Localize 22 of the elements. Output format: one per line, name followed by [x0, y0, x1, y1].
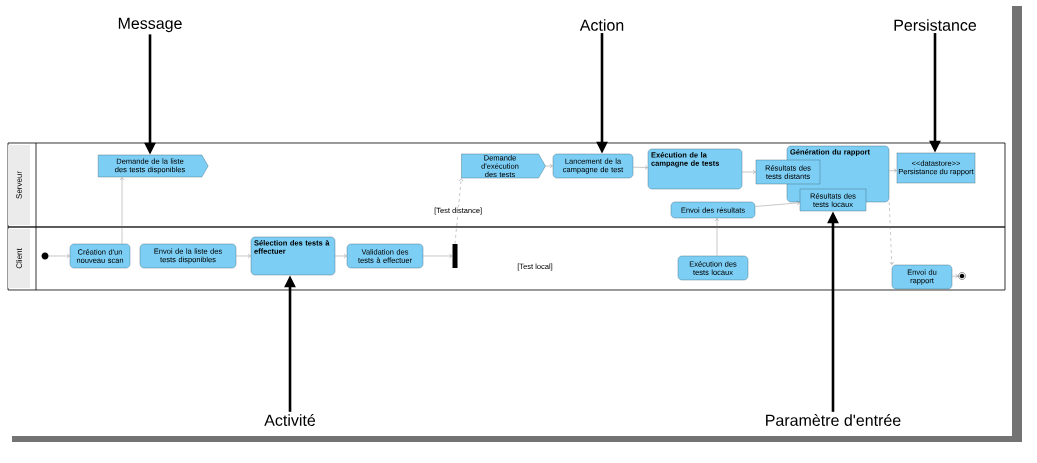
callout-text: Persistance: [894, 19, 977, 31]
callout-text: Action: [579, 19, 624, 31]
callout-text: Paramètre d'entrée: [766, 414, 901, 426]
arrow: [633, 165, 648, 170]
callout-text: Activité: [264, 414, 316, 426]
arrow: [423, 253, 453, 259]
arrow: [889, 168, 897, 173]
arrow: [714, 218, 720, 256]
fork-bar: [452, 244, 458, 268]
final-node: [958, 272, 966, 280]
arrow: [889, 202, 894, 265]
arrow: [236, 253, 251, 259]
arrow: [48, 253, 70, 259]
arrow: [755, 200, 800, 207]
callout-text: Message: [118, 17, 182, 33]
arrow: [335, 253, 347, 259]
arrow: [742, 169, 756, 175]
arrow: [454, 178, 464, 244]
arrow: [952, 273, 959, 279]
arrow: [119, 177, 125, 244]
arrow: [545, 163, 553, 169]
initial-node: [41, 252, 49, 260]
